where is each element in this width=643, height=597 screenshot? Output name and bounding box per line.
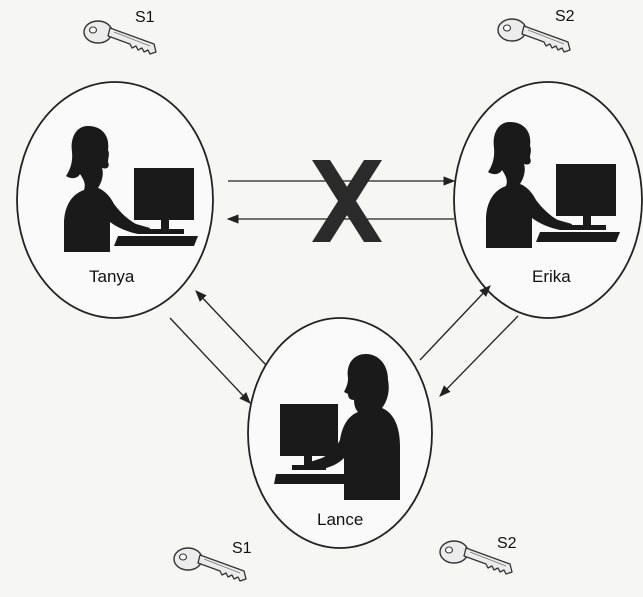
arrow-erika-to-lance <box>439 315 519 397</box>
arrow-tanya-to-lance <box>169 317 251 404</box>
blocked-x-icon <box>312 160 382 242</box>
lance-key-s1-label: S1 <box>232 540 252 557</box>
tanya-key-label: S1 <box>135 9 155 26</box>
erika-key-label: S2 <box>555 8 575 25</box>
node-erika <box>453 81 643 319</box>
arrow-lance-to-erika <box>419 285 491 361</box>
arrow-lance-to-tanya <box>195 290 267 366</box>
tanya-name: Tanya <box>89 267 135 286</box>
node-tanya <box>16 81 214 319</box>
tanya-ellipse <box>16 81 214 319</box>
lance-key-s2-label: S2 <box>497 535 517 552</box>
erika-name: Erika <box>532 267 571 286</box>
lance-name: Lance <box>317 510 364 529</box>
node-lance <box>247 317 433 549</box>
